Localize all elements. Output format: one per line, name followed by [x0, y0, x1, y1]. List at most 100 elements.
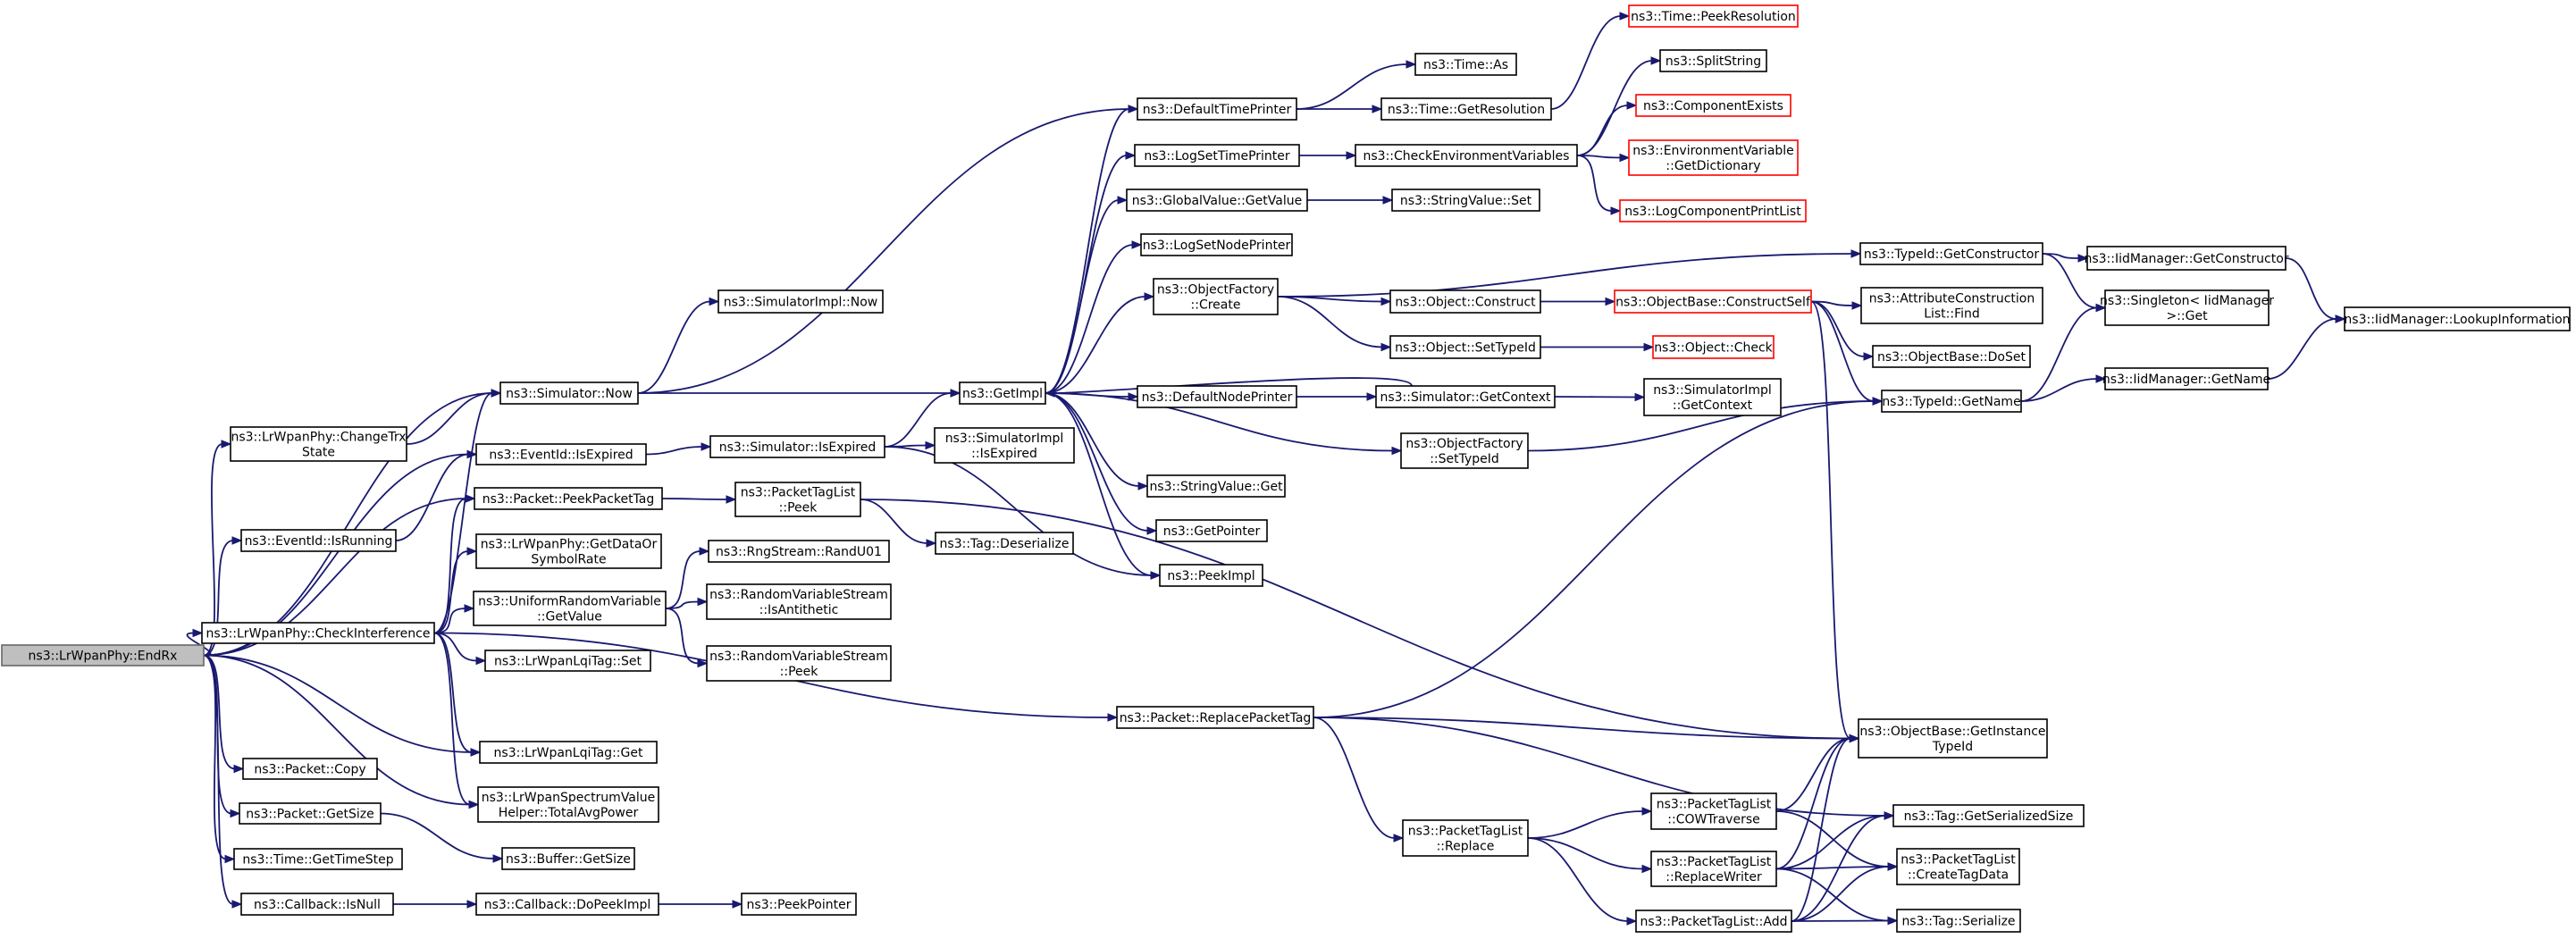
node-peek_tag[interactable]: ns3::Packet::PeekPacketTag: [474, 487, 663, 510]
node-box: [1614, 289, 1812, 314]
node-simimpl_getctx[interactable]: ns3::SimulatorImpl::GetContext: [1643, 378, 1782, 416]
node-urv_getvalue[interactable]: ns3::UniformRandomVariable::GetValue: [473, 591, 667, 626]
node-check_env[interactable]: ns3::CheckEnvironmentVariables: [1355, 144, 1578, 167]
node-time_step[interactable]: ns3::Time::GetTimeStep: [233, 848, 403, 870]
edge-line: [1775, 815, 1886, 870]
node-obj_settypeid[interactable]: ns3::Object::SetTypeId: [1389, 335, 1541, 359]
node-env_getdict[interactable]: ns3::EnvironmentVariable::GetDictionary: [1628, 139, 1799, 176]
node-box: [717, 289, 884, 314]
node-label: ns3::StringValue::Set: [1400, 194, 1532, 208]
node-ptl_add[interactable]: ns3::PacketTagList::Add: [1635, 910, 1792, 933]
node-checkint[interactable]: ns3::LrWpanPhy::CheckInterference: [201, 622, 435, 644]
node-pkt_copy[interactable]: ns3::Packet::Copy: [242, 758, 378, 780]
node-cb_dopeek[interactable]: ns3::Callback::DoPeekImpl: [475, 893, 659, 916]
edge-arrowhead: [231, 900, 243, 909]
node-ptl_cow[interactable]: ns3::PacketTagList::COWTraverse: [1650, 792, 1777, 830]
node-iid_getname[interactable]: ns3::IidManager::GetName: [2102, 367, 2270, 390]
edge-arrowhead: [1372, 105, 1383, 113]
node-box: [935, 532, 1074, 555]
edge-line: [2020, 378, 2098, 402]
node-singleton_get[interactable]: ns3::Singleton< IidManager >::Get: [2100, 289, 2274, 326]
edge-ob_constructself-to-acl_find: [1810, 300, 1863, 310]
node-sim_now[interactable]: ns3::Simulator::Now: [499, 381, 639, 405]
node-lqi_set[interactable]: ns3::LrWpanLqiTag::Set: [484, 650, 651, 672]
edge-line: [203, 654, 234, 905]
node-pkt_replace[interactable]: ns3::Packet::ReplacePacketTag: [1116, 706, 1314, 729]
node-box: [501, 847, 635, 870]
edge-root-to-pkt_getsize: [203, 654, 241, 818]
node-sim_getcontext[interactable]: ns3::Simulator::GetContext: [1375, 385, 1556, 408]
node-iid_lookup[interactable]: ns3::IidManager::LookupInformation: [2344, 306, 2571, 331]
node-def_nodeprinter[interactable]: ns3::DefaultNodePrinter: [1137, 385, 1297, 408]
node-eid_running[interactable]: ns3::EventId::IsRunning: [240, 529, 397, 552]
node-rvs_peek[interactable]: ns3::RandomVariableStream::Peek: [706, 645, 892, 682]
node-label: ns3::RandomVariableStream: [709, 650, 888, 664]
node-simimpl_now[interactable]: ns3::SimulatorImpl::Now: [717, 289, 884, 314]
node-spectrum_avg[interactable]: ns3::LrWpanSpectrumValueHelper::TotalAvg…: [477, 786, 659, 823]
node-time_as[interactable]: ns3::Time::As: [1414, 53, 1517, 76]
node-ptl_replace[interactable]: ns3::PacketTagList::Replace: [1402, 819, 1529, 857]
edge-line: [1045, 199, 1120, 394]
node-sv_get[interactable]: ns3::StringValue::Get: [1146, 474, 1286, 498]
node-tag_getsersize[interactable]: ns3::Tag::GetSerializedSize: [1892, 804, 2085, 827]
node-of_create[interactable]: ns3::ObjectFactory::Create: [1153, 278, 1279, 315]
node-label: ns3::IidManager::GetConstructor: [2084, 252, 2288, 266]
node-ptl_peek[interactable]: ns3::PacketTagList::Peek: [734, 482, 861, 517]
node-log_printlist[interactable]: ns3::LogComponentPrintList: [1619, 199, 1807, 222]
node-getimpl[interactable]: ns3::GetImpl: [959, 381, 1046, 405]
node-label: ns3::Packet::Copy: [254, 763, 365, 777]
node-box: [1881, 390, 2022, 413]
node-sim_isexpired[interactable]: ns3::Simulator::IsExpired: [709, 435, 885, 458]
node-time_peekres[interactable]: ns3::Time::PeekResolution: [1628, 4, 1799, 28]
node-rng_randu[interactable]: ns3::RngStream::RandU01: [708, 540, 890, 563]
node-peekimpl[interactable]: ns3::PeekImpl: [1159, 564, 1263, 587]
node-cb_isnull[interactable]: ns3::Callback::IsNull: [240, 893, 394, 916]
node-rvs_antithetic[interactable]: ns3::RandomVariableStream::IsAntithetic: [706, 583, 892, 620]
node-box: [1896, 848, 2020, 885]
node-tid_getname[interactable]: ns3::TypeId::GetName: [1881, 390, 2022, 413]
edge-arrowhead: [1128, 392, 1139, 401]
node-label: ::ReplaceWriter: [1666, 870, 1762, 885]
node-logset_time[interactable]: ns3::LogSetTimePrinter: [1134, 144, 1300, 167]
node-of_settypeid[interactable]: ns3::ObjectFactory::SetTypeId: [1400, 432, 1529, 469]
edge-line: [203, 443, 223, 657]
edge-arrowhead: [1107, 713, 1119, 722]
node-split_string[interactable]: ns3::SplitString: [1659, 49, 1767, 72]
node-comp_exists[interactable]: ns3::ComponentExists: [1635, 94, 1791, 117]
node-ptl_replacewriter[interactable]: ns3::PacketTagList::ReplaceWriter: [1650, 851, 1777, 887]
node-sv_set[interactable]: ns3::StringValue::Set: [1391, 189, 1540, 212]
node-obj_check[interactable]: ns3::Object::Check: [1652, 335, 1775, 359]
node-tag_deser[interactable]: ns3::Tag::Deserialize: [935, 532, 1074, 555]
edge-sim_getcontext-to-simimpl_getctx: [1554, 392, 1646, 402]
node-time_getres[interactable]: ns3::Time::GetResolution: [1380, 97, 1552, 121]
node-box: [1155, 519, 1268, 542]
node-tid_getctor[interactable]: ns3::TypeId::GetConstructor: [1859, 242, 2043, 265]
node-ob_constructself[interactable]: ns3::ObjectBase::ConstructSelf: [1614, 289, 1812, 314]
node-eid_expired[interactable]: ns3::EventId::IsExpired: [475, 443, 647, 465]
node-get_pointer[interactable]: ns3::GetPointer: [1155, 519, 1268, 542]
node-label: ns3::SplitString: [1666, 54, 1761, 69]
node-ob_doset[interactable]: ns3::ObjectBase::DoSet: [1872, 345, 2031, 368]
node-pkt_getsize[interactable]: ns3::Packet::GetSize: [239, 802, 382, 825]
edge-arrowhead: [925, 440, 936, 450]
node-buffer_getsize[interactable]: ns3::Buffer::GetSize: [501, 847, 635, 870]
edge-arrowhead: [701, 442, 712, 451]
node-gv_getvalue[interactable]: ns3::GlobalValue::GetValue: [1126, 189, 1308, 212]
node-obj_construct[interactable]: ns3::Object::Construct: [1389, 289, 1541, 314]
node-peek_pointer[interactable]: ns3::PeekPointer: [741, 893, 857, 916]
node-ptl_createtag[interactable]: ns3::PacketTagList::CreateTagData: [1896, 848, 2020, 885]
node-logset_node[interactable]: ns3::LogSetNodePrinter: [1140, 233, 1293, 256]
edge-pkt_replace-to-tag_getsersize: [1313, 717, 1895, 820]
node-lqi_get[interactable]: ns3::LrWpanLqiTag::Get: [479, 741, 658, 764]
node-root[interactable]: ns3::LrWpanPhy::EndRx: [1, 644, 205, 667]
node-tag_serialize[interactable]: ns3::Tag::Serialize: [1896, 909, 2021, 933]
edge-arrowhead: [491, 389, 502, 398]
node-simimpl_isexp[interactable]: ns3::SimulatorImpl::IsExpired: [934, 427, 1075, 464]
edge-line: [203, 654, 473, 753]
node-iid_getctor[interactable]: ns3::IidManager::GetConstructor: [2084, 246, 2289, 271]
node-def_timeprinter[interactable]: ns3::DefaultTimePrinter: [1137, 97, 1297, 121]
